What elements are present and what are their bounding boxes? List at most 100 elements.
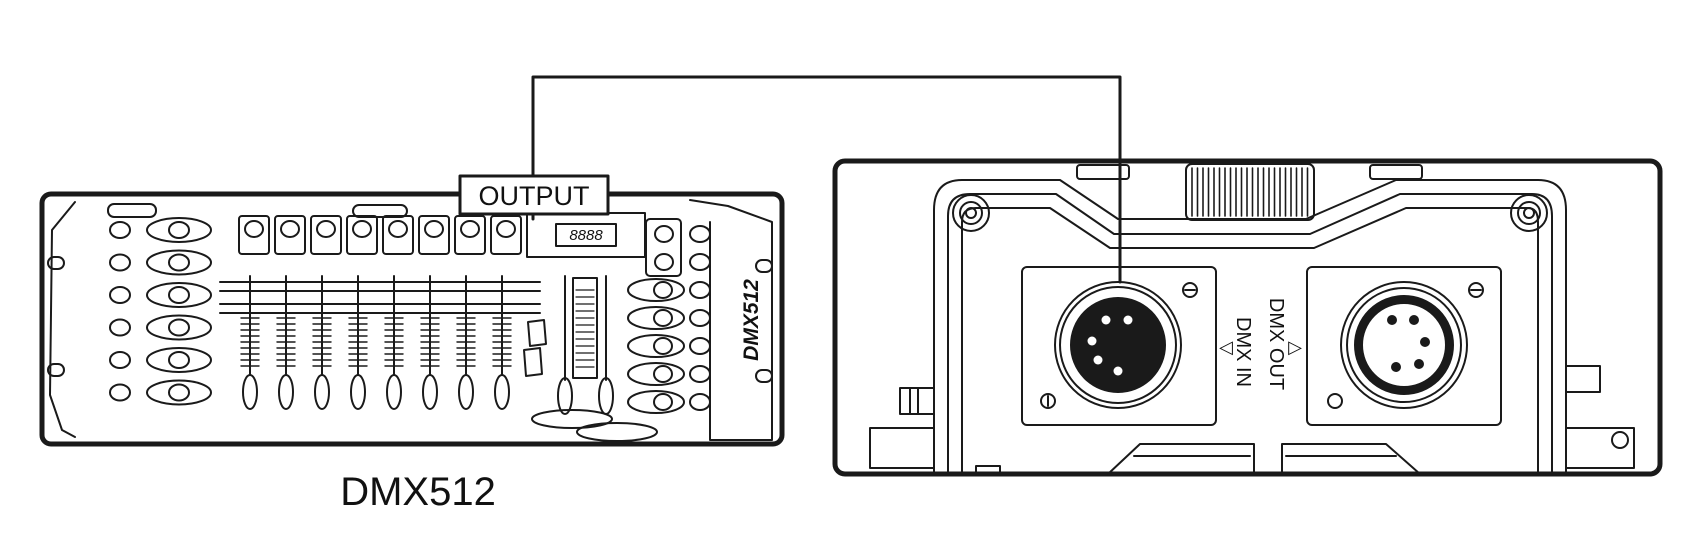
flash-buttons: [238, 215, 522, 255]
scanner-button-inner: [168, 286, 190, 304]
flash-button: [418, 215, 450, 255]
scanner-button: [146, 249, 212, 276]
dmx-in-pin: [1101, 315, 1111, 325]
mode-button: [527, 319, 547, 347]
dmx-out-arrow: ▷: [1288, 337, 1302, 357]
function-button: [627, 306, 685, 330]
scanner-button: [146, 217, 212, 243]
function-button-inner: [653, 393, 673, 411]
flash-button-led: [460, 220, 480, 238]
flash-button: [490, 215, 522, 255]
scanner-led: [109, 318, 131, 337]
output-label: OUTPUT: [479, 181, 590, 211]
dmx-out-pin: [1391, 362, 1401, 372]
top-label-strip: [352, 204, 408, 218]
function-led: [654, 253, 674, 271]
flash-button: [310, 215, 342, 255]
function-button: [627, 362, 685, 386]
dmx-in-plate: [1021, 266, 1217, 426]
function-button-frame: [645, 218, 682, 277]
indicator-led: [689, 365, 711, 383]
master-faders: [557, 275, 614, 415]
function-button-inner: [653, 337, 673, 355]
led-display-text: 8888: [569, 227, 603, 244]
dmx-out-pin: [1387, 315, 1397, 325]
flash-button-led: [316, 220, 336, 238]
flash-button: [274, 215, 306, 255]
scanner-led: [109, 383, 131, 402]
dmx-out-connector: [1327, 281, 1484, 409]
small-latch: [975, 465, 1001, 475]
function-button: [627, 390, 685, 414]
scanner-button-inner: [168, 351, 190, 369]
bottom-vent-right: [1281, 443, 1421, 475]
scanner-button: [146, 347, 212, 373]
dmx-in-pin: [1113, 366, 1123, 376]
dmx-in-pin: [1093, 355, 1103, 365]
fader-knob: [278, 374, 294, 410]
output-label-box: [458, 174, 610, 216]
dmx-out-plate: [1306, 266, 1502, 426]
scanner-button-inner: [168, 253, 190, 272]
mode-button: [523, 347, 543, 377]
housing-inner: [947, 193, 1553, 475]
function-button-inner: [653, 281, 673, 299]
scanner-button-inner: [168, 383, 190, 402]
screw-right: [1510, 194, 1548, 232]
fader-knob: [350, 374, 366, 410]
controller-caption: DMX512: [340, 470, 496, 514]
footswitch-pad: [576, 422, 658, 442]
dmx-in-pin: [1087, 336, 1097, 346]
dmx-in-connector: [1040, 281, 1198, 409]
function-buttons: [627, 225, 711, 414]
led-display: [555, 223, 617, 247]
rack-hole: [755, 259, 773, 273]
indicator-led: [689, 337, 711, 355]
fader-knob: [242, 374, 258, 410]
dmx512-controller: 8888 OUTPUT DMX512: [39, 174, 785, 447]
screw-left: [952, 194, 990, 232]
scanner-led: [109, 286, 131, 304]
fader-knob: [422, 374, 438, 410]
function-led: [654, 225, 674, 243]
dmx-out-pin: [1409, 315, 1419, 325]
channel-faders: [240, 275, 512, 410]
scanner-led: [109, 351, 131, 369]
rack-hole: [47, 256, 65, 270]
flash-button-led: [388, 220, 408, 238]
scanner-button: [146, 314, 212, 341]
right-bracket: [1565, 365, 1635, 469]
dmx-out-label: DMX OUT: [1265, 298, 1287, 390]
indicator-led: [689, 309, 711, 327]
dmx-in-arrow: ◁: [1219, 337, 1233, 357]
master-fader-scale: [572, 277, 598, 379]
controller-side-text: DMX512: [740, 279, 763, 361]
fader-knob: [314, 374, 330, 410]
left-bracket: [869, 387, 935, 469]
fixture-rear-panel: DMX IN ◁ DMX OUT ▷: [832, 158, 1663, 477]
dmx-out-pin: [1414, 359, 1424, 369]
indicator-led: [689, 253, 711, 271]
scanner-button: [146, 282, 212, 308]
rack-hole: [755, 369, 773, 383]
controller-body: [39, 191, 785, 447]
footswitch-pad: [531, 409, 613, 429]
function-button-inner: [653, 365, 673, 383]
flash-button-led: [496, 220, 516, 238]
function-button: [627, 278, 685, 302]
indicator-led: [689, 393, 711, 411]
scanner-buttons: [109, 217, 212, 406]
scanner-button-inner: [168, 318, 190, 337]
function-button: [627, 334, 685, 358]
indicator-led: [689, 281, 711, 299]
left-rack-ear: [49, 201, 76, 438]
flash-button-led: [244, 220, 264, 238]
flash-button-led: [424, 220, 444, 238]
flash-button: [238, 215, 270, 255]
scanner-led: [109, 221, 131, 239]
flash-button-led: [280, 220, 300, 238]
bottom-vent-left: [1107, 443, 1255, 475]
master-fader-knob: [557, 377, 573, 415]
dmx-out-pin: [1420, 337, 1430, 347]
